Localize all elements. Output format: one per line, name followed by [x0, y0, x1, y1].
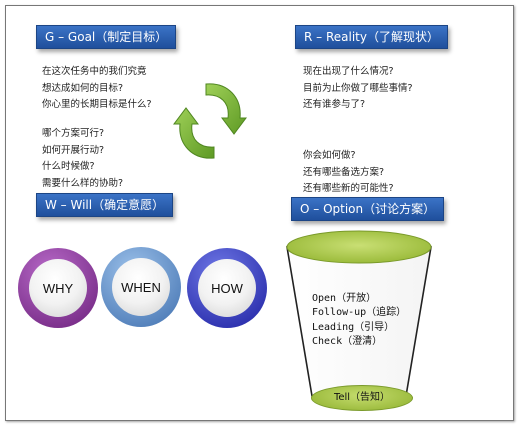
reality-label: R – Reality（了解现状）	[295, 25, 448, 49]
when-circle: WHEN	[101, 247, 181, 327]
why-label: WHY	[29, 259, 87, 317]
option-question: 还有哪些备选方案?	[303, 166, 385, 178]
goal-question: 在这次任务中的我们究竟	[42, 66, 147, 77]
will-question: 需要什么样的协助?	[42, 177, 124, 189]
cup-item-open: Open（开放）	[312, 293, 377, 304]
reality-question: 目前为止你做了哪些事情?	[303, 82, 413, 94]
option-question: 还有哪些新的可能性?	[303, 183, 394, 194]
will-label: W – Will（确定意愿）	[36, 193, 174, 217]
cup-base-tell: Tell（告知）	[311, 385, 413, 411]
when-label: WHEN	[112, 258, 170, 316]
cup-item-check: Check（澄清）	[312, 336, 383, 347]
how-label: HOW	[198, 259, 256, 317]
will-question: 如何开展行动?	[42, 144, 105, 156]
why-circle: WHY	[18, 248, 98, 328]
will-question: 什么时候做?	[42, 161, 95, 172]
cup-item-follow-up: Follow-up（追踪）	[312, 307, 407, 318]
cup-shape	[286, 230, 432, 397]
option-questions: 你会如何做? 还有哪些备选方案? 还有哪些新的可能性?	[303, 148, 394, 198]
reality-question: 还有谁参与了?	[303, 99, 366, 110]
reality-questions: 现在出现了什么情况? 目前为止你做了哪些事情? 还有谁参与了?	[303, 64, 413, 114]
option-question: 你会如何做?	[303, 150, 356, 161]
will-question: 哪个方案可行?	[42, 128, 105, 139]
goal-questions: 在这次任务中的我们究竟 想达成如何的目标? 你心里的长期目标是什么?	[42, 64, 152, 114]
reality-question: 现在出现了什么情况?	[303, 66, 394, 77]
option-label: O – Option（讨论方案）	[291, 197, 445, 221]
how-circle: HOW	[187, 248, 267, 328]
goal-label: G – Goal（制定目标）	[36, 25, 177, 49]
goal-question: 你心里的长期目标是什么?	[42, 99, 152, 110]
goal-question: 想达成如何的目标?	[42, 82, 124, 94]
will-questions: 哪个方案可行? 如何开展行动? 什么时候做? 需要什么样的协助?	[42, 126, 123, 192]
cycle-arrows-icon	[173, 83, 247, 159]
cup-item-leading: Leading（引导）	[312, 322, 395, 333]
